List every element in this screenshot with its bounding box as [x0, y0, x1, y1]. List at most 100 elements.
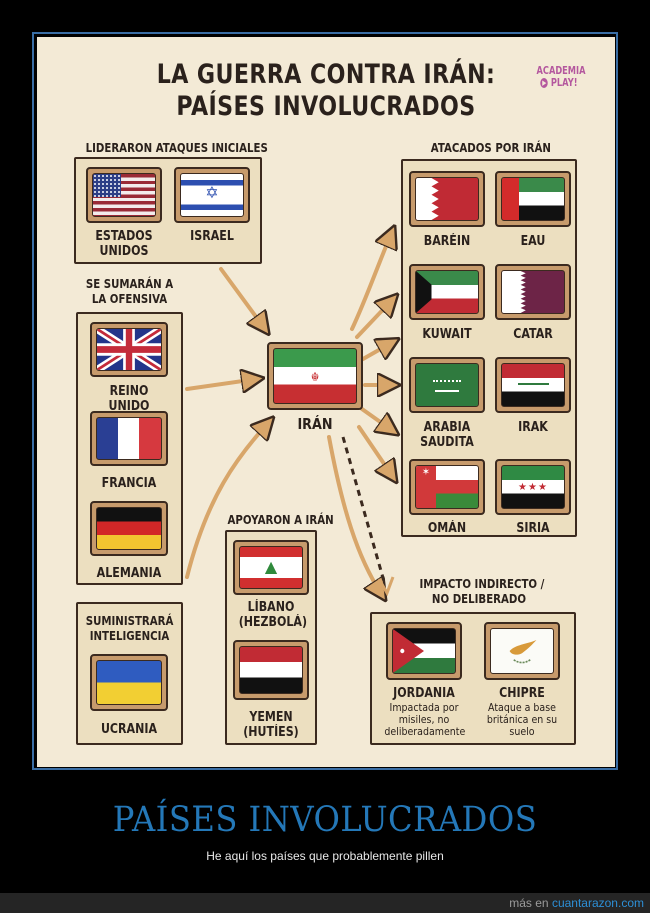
country-name-iran: IRÁN [297, 415, 333, 433]
country-card-iran: ☬ IRÁN [267, 342, 363, 442]
caption-subtitle: He aquí los países que probablemente pil… [206, 849, 444, 863]
germany-flag-icon [96, 507, 162, 550]
label-line-1: IMPACTO INDIRECTO / [419, 577, 545, 591]
country-note-line1: Ataque a base [488, 702, 556, 714]
country-card-saudi: ARABIA SAUDITA [409, 357, 485, 450]
country-name-iraq: IRAK [518, 420, 548, 435]
footer-site-link[interactable]: cuantarazon.com [551, 896, 644, 910]
label-line-1: SE SUMARÁN A [85, 277, 174, 291]
country-card-cyprus: CHIPRE Ataque a base británica en su sue… [484, 622, 560, 742]
bahrain-flag-icon [415, 177, 479, 221]
qatar-flag-icon [501, 270, 565, 314]
country-card-france: FRANCIA [90, 411, 168, 491]
iran-flag-icon: ☬ [273, 348, 357, 404]
flag-frame [484, 622, 560, 680]
country-name-lebanon: LÍBANO [247, 600, 295, 615]
group-apoyaron: ▲ LÍBANO (HEZBOLÁ) YEMEN (HUTÍES) [225, 530, 317, 745]
label-line-1: SUMINISTRARÁ [85, 614, 174, 628]
country-name-qatar: CATAR [513, 327, 553, 342]
oman-flag-icon: ✶ [415, 465, 479, 509]
country-card-germany: ALEMANIA [90, 501, 168, 581]
country-note-line3: suelo [509, 726, 535, 738]
iraq-flag-icon [501, 363, 565, 407]
country-name-saudi-line1: ARABIA [423, 420, 471, 435]
section-label-atacados: ATACADOS POR IRÁN [430, 141, 551, 155]
flag-frame: ☬ [267, 342, 363, 410]
section-label-apoyaron: APOYARON A IRÁN [227, 513, 334, 527]
section-label-lideraron: LIDERARON ATAQUES INICIALES [85, 141, 268, 155]
section-label-indirecto: IMPACTO INDIRECTO / NO DELIBERADO [419, 577, 545, 607]
flag-frame [90, 654, 168, 711]
group-lideraron: ESTADOS UNIDOS ✡ ISRAEL [74, 157, 262, 264]
academia-play-logo: ACADEMIA ▶ PLAY! [536, 64, 586, 89]
flag-frame [90, 411, 168, 466]
country-card-kuwait: KUWAIT [409, 264, 485, 344]
country-card-jordan: JORDANIA Impactada por misiles, no delib… [384, 622, 465, 742]
country-name-usa-line1: ESTADOS [95, 229, 153, 244]
kuwait-flag-icon [415, 270, 479, 314]
infographic-poster: LA GUERRA CONTRA IRÁN: PAÍSES INVOLUCRAD… [37, 37, 615, 767]
syria-flag-icon: ★★★ [501, 465, 565, 509]
arrow-sesumaran-to-iran [185, 379, 257, 389]
france-flag-icon [96, 417, 162, 460]
arrow-lideraron-to-iran [219, 267, 265, 329]
group-inteligencia: SUMINISTRARÁ INTELIGENCIA UCRANIA [76, 602, 183, 745]
country-name-germany: ALEMANIA [96, 566, 162, 581]
lebanon-flag-icon: ▲ [239, 546, 303, 589]
country-name-yemen: YEMEN [249, 710, 293, 725]
sword-icon [434, 390, 460, 393]
country-name-france: FRANCIA [101, 476, 157, 491]
country-name-uae: EAU [520, 234, 546, 249]
country-card-oman: ✶ OMÁN [409, 459, 485, 539]
title-line-2: PAÍSES INVOLUCRADOS [176, 91, 476, 122]
flag-frame [90, 322, 168, 377]
cedar-tree-icon: ▲ [264, 557, 278, 576]
label-line-2: INTELIGENCIA [89, 629, 170, 643]
footer-bar: más en cuantarazon.com [0, 893, 650, 913]
country-name-israel: ISRAEL [190, 229, 234, 244]
country-note-line2: misiles, no [398, 714, 450, 726]
country-card-uk: REINO UNIDO [90, 322, 168, 414]
country-note-huties: (HUTÍES) [243, 725, 299, 740]
flag-frame [495, 264, 571, 320]
country-name-usa-line2: UNIDOS [99, 244, 149, 259]
flag-frame [409, 171, 485, 227]
logo-line-1: ACADEMIA [536, 64, 586, 77]
country-note-line1: Impactada por [389, 702, 459, 714]
country-card-uae: EAU [495, 171, 571, 251]
flag-frame [86, 167, 162, 223]
country-name-jordan: JORDANIA [393, 686, 455, 701]
usa-flag-icon [92, 173, 156, 217]
arrow-to-barein [350, 232, 392, 331]
country-card-usa: ESTADOS UNIDOS [86, 167, 162, 259]
saudi-flag-icon [415, 363, 479, 407]
yemen-flag-icon [239, 646, 303, 694]
flag-frame: ▲ [233, 540, 309, 595]
title-line-1: LA GUERRA CONTRA IRÁN: [156, 59, 496, 90]
country-name-syria: SIRIA [516, 521, 550, 536]
section-label-inteligencia: SUMINISTRARÁ INTELIGENCIA [86, 614, 174, 644]
oman-emblem-icon: ✶ [416, 466, 436, 508]
country-name-ukraine: UCRANIA [100, 722, 158, 737]
dashed-arrow-to-indirecto [341, 436, 387, 586]
jordan-flag-icon [392, 628, 456, 674]
country-card-syria: ★★★ SIRIA [495, 459, 571, 539]
takbir-script-icon [517, 382, 549, 385]
country-name-oman: OMÁN [427, 521, 467, 536]
star-of-david-icon: ✡ [205, 183, 219, 202]
footer-text: más en cuantarazon.com [509, 896, 644, 910]
flag-frame [386, 622, 462, 680]
country-note-line2: británica en su [486, 714, 558, 726]
ukraine-flag-icon [96, 660, 162, 705]
group-se-sumaran: REINO UNIDO FRANCIA ALEMANIA [76, 312, 183, 585]
israel-flag-icon: ✡ [180, 173, 244, 217]
flag-frame [90, 501, 168, 556]
country-card-lebanon: ▲ LÍBANO (HEZBOLÁ) [233, 540, 309, 632]
cyprus-flag-icon [490, 628, 554, 674]
group-atacados: BARÉIN EAU KUWAIT [401, 159, 577, 537]
uk-flag-icon [96, 328, 162, 371]
country-name-kuwait: KUWAIT [422, 327, 472, 342]
flag-frame [409, 357, 485, 413]
country-card-bahrain: BARÉIN [409, 171, 485, 251]
shahada-script-icon [433, 376, 461, 382]
